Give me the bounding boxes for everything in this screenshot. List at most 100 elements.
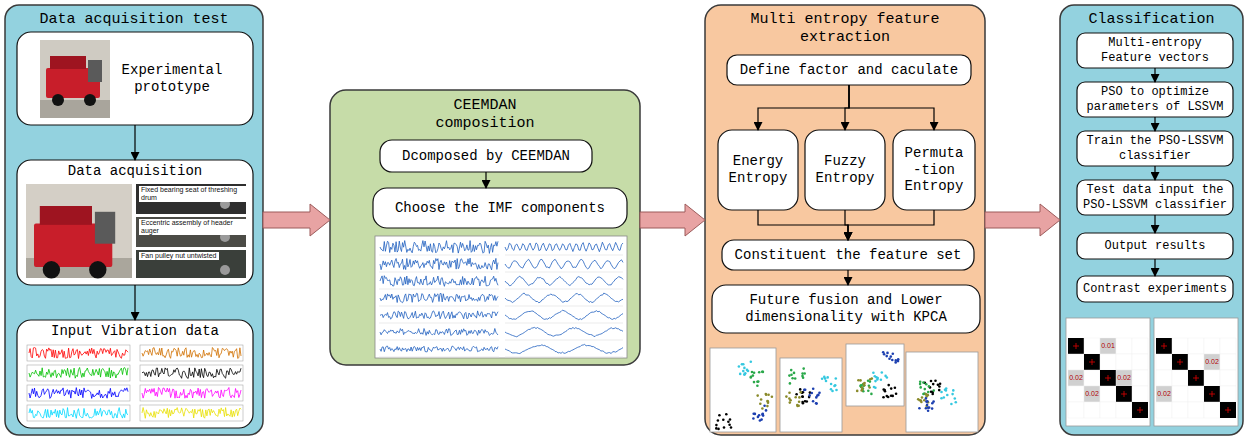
scatter-dot xyxy=(926,400,929,403)
scatter-dot xyxy=(794,396,797,399)
process-box-shape xyxy=(712,285,980,333)
matrix-cell xyxy=(1100,402,1116,418)
prototype-photo xyxy=(40,40,110,118)
matrix-cell xyxy=(1220,370,1236,386)
flow-arrow xyxy=(849,85,934,130)
matrix-cell xyxy=(1172,354,1188,370)
imf-trace xyxy=(505,310,623,320)
matrix-value: 0.02 xyxy=(1157,390,1171,398)
scatter-dot xyxy=(752,374,755,377)
scatter-dot xyxy=(880,379,883,382)
scatter-dot xyxy=(762,413,765,416)
box-label: Test data input the PSO-LSSVM classifier xyxy=(1081,183,1229,212)
scatter-dot xyxy=(940,391,943,394)
imf-figure xyxy=(375,236,627,358)
stage-panel: Multi entropy feature extractionDefine f… xyxy=(705,5,985,435)
panel-title: Classification xyxy=(1088,11,1214,29)
scatter-dot xyxy=(798,400,801,403)
signal-trace xyxy=(142,388,241,399)
matrix-cell xyxy=(1204,370,1220,386)
scatter-dot xyxy=(757,380,760,383)
matrix-cell xyxy=(1084,338,1100,354)
scatter-dot xyxy=(785,395,788,398)
scatter-dot xyxy=(766,405,769,408)
scatter-dot xyxy=(765,393,768,396)
matrix-cell xyxy=(1116,338,1132,354)
scatter-dot xyxy=(869,380,872,383)
matrix-cell xyxy=(1068,338,1084,354)
matrix-cell xyxy=(1116,386,1132,402)
scatter-dot xyxy=(863,384,866,387)
tsne-plot xyxy=(846,344,904,406)
detail-photo xyxy=(136,217,246,247)
block-arrow xyxy=(985,204,1060,236)
cell-mark xyxy=(1124,391,1125,397)
axis-line xyxy=(379,323,499,324)
block-arrow xyxy=(263,204,330,236)
matrix-cell xyxy=(1156,386,1172,402)
scatter-dot xyxy=(804,389,807,392)
scatter-dot xyxy=(796,404,799,407)
detail-part xyxy=(220,265,230,275)
scatter-dot xyxy=(891,395,894,398)
scatter-dot xyxy=(756,394,759,397)
flow-arrow xyxy=(134,125,135,160)
matrix-cell xyxy=(1172,386,1188,402)
matrix-cell xyxy=(1068,386,1084,402)
plot-frame xyxy=(140,365,243,381)
scatter-dot xyxy=(826,376,829,379)
cell-mark xyxy=(1092,359,1093,365)
tsne-plot xyxy=(906,352,978,432)
scatter-dot xyxy=(717,428,720,431)
box-label: Fuzzy Entropy xyxy=(809,153,881,187)
axis-line xyxy=(505,340,623,341)
scatter-dot xyxy=(932,383,935,386)
entropy-box: Fuzzy Entropy xyxy=(805,130,885,210)
scatter-dot xyxy=(798,396,801,399)
scatter-dot xyxy=(887,384,890,387)
machine-wheel xyxy=(52,94,64,106)
acquisition-photo xyxy=(26,184,132,278)
scatter-dot xyxy=(927,407,930,410)
matrix-cell xyxy=(1068,370,1084,386)
scatter-dot xyxy=(723,426,726,429)
matrix-cell xyxy=(1220,402,1236,418)
scatter-dot xyxy=(765,409,768,412)
process-box-shape xyxy=(1077,131,1233,166)
scatter-dot xyxy=(743,373,746,376)
scatter-dot xyxy=(746,369,749,372)
scatter-dot xyxy=(867,390,870,393)
machine-chute xyxy=(95,212,115,244)
matrix-cell xyxy=(1100,354,1116,370)
box-label: Constituent the feature set xyxy=(735,247,962,264)
matrix-cell xyxy=(1132,338,1148,354)
entropy-box: Permuta -tion Entropy xyxy=(893,130,975,210)
scatter-dot xyxy=(897,358,900,361)
matrix-cell xyxy=(1084,402,1100,418)
scatter-dot xyxy=(811,392,814,395)
signal-trace xyxy=(380,311,498,319)
matrix-cell xyxy=(1116,370,1132,386)
scatter-dot xyxy=(761,371,764,374)
process-box: Output results xyxy=(1077,233,1233,259)
imf-trace xyxy=(505,259,623,269)
matrix-value: 0.02 xyxy=(1069,374,1083,382)
scatter-dot xyxy=(919,383,922,386)
scatter-dot xyxy=(950,403,953,406)
process-box-shape xyxy=(17,320,253,428)
panel-title: CEEMDAN composition xyxy=(410,97,560,133)
signal-trace xyxy=(142,348,241,359)
detail-photo xyxy=(136,184,246,214)
scatter-dot xyxy=(938,389,941,392)
box-label: Data acquisition xyxy=(68,163,202,180)
matrix-cell xyxy=(1068,402,1084,418)
scatter-dot xyxy=(825,380,828,383)
scatter-dot xyxy=(729,418,732,421)
scatter-dot xyxy=(922,381,925,384)
matrix-cell xyxy=(1188,370,1204,386)
scatter-dot xyxy=(743,367,746,370)
axis-line xyxy=(505,289,623,290)
matrix-cell xyxy=(1220,354,1236,370)
scatter-dot xyxy=(738,365,741,368)
